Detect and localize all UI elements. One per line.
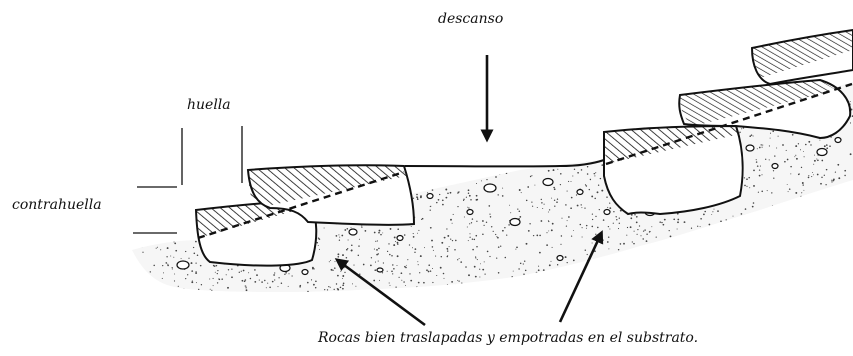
- label-rocks-caption: Rocas bien traslapadas y empotradas en e…: [318, 331, 698, 345]
- ground-surface-line: [405, 160, 604, 166]
- rock-3: [604, 126, 743, 214]
- rock-5: [752, 30, 853, 84]
- label-huella: huella: [187, 98, 231, 112]
- label-contrahuella: contrahuella: [12, 198, 102, 212]
- label-descanso: descanso: [438, 12, 503, 26]
